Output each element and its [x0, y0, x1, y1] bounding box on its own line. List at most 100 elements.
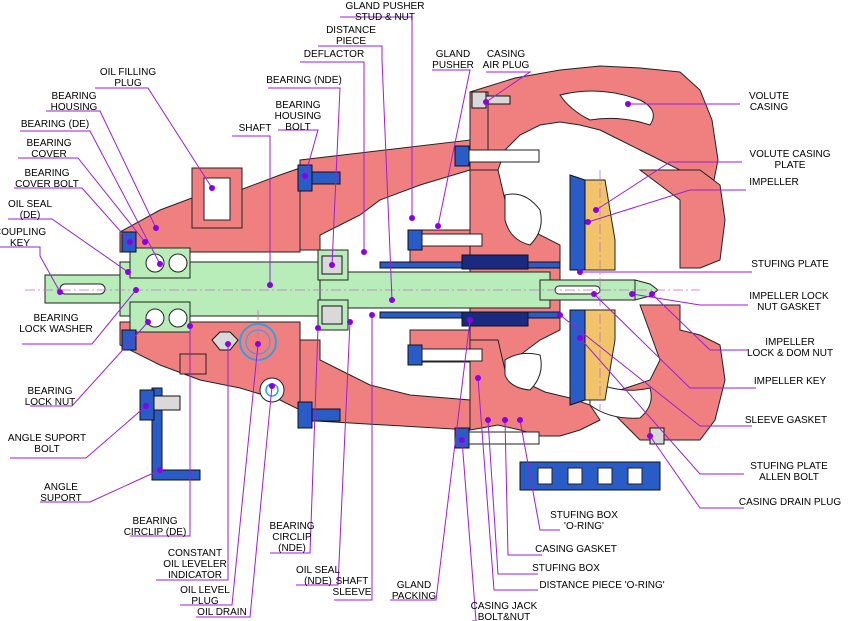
label-line: SLEEVE [333, 587, 372, 598]
label-line: BEARING [132, 516, 177, 527]
target-dot [557, 312, 563, 318]
callout-oil-seal-nde: OIL SEAL(NDE) [296, 319, 353, 587]
target-dot [517, 417, 523, 423]
target-dot [133, 287, 139, 293]
label-line: SUPORT [40, 493, 82, 504]
leader-line [593, 293, 756, 389]
leader-line [46, 110, 157, 229]
label-line: SHAFT [239, 123, 272, 134]
target-dot [591, 291, 597, 297]
leader-line [390, 319, 471, 601]
callout-shaft: SHAFT [232, 123, 273, 288]
label-line: CASING GASKET [535, 544, 617, 555]
label-line: LOCK & DOM NUT [747, 348, 833, 359]
label-line: BEARING (DE) [21, 119, 89, 130]
callout-casing-gasket: CASING GASKET [502, 417, 617, 556]
target-dot [459, 437, 465, 443]
leader-line [130, 326, 191, 537]
callout-stufing-plate: STUFING PLATE [577, 259, 829, 275]
label-stufing-plate: STUFING PLATE [751, 259, 829, 270]
target-dot [369, 312, 375, 318]
label-line: BEARING [51, 91, 96, 102]
label-line: BEARING [269, 521, 314, 532]
bearing-housing-shape [119, 167, 301, 411]
label-line: CASING [487, 49, 526, 60]
label-line: IMPELLER LOCK [749, 291, 829, 302]
label-line: BEARING [33, 313, 78, 324]
target-dot [483, 99, 489, 105]
label-line: (DE) [20, 210, 41, 221]
target-dot [302, 173, 308, 179]
leader-line [20, 130, 161, 265]
label-line: (NDE) [304, 576, 332, 587]
target-dot [255, 341, 261, 347]
casing-jack-shape [519, 461, 661, 491]
target-dot [577, 269, 583, 275]
target-dot [157, 261, 163, 267]
label-line: GLAND PUSHER [346, 1, 425, 12]
label-line: KEY [10, 238, 30, 249]
target-dot [649, 291, 655, 297]
leader-line [485, 71, 532, 103]
label-coupling-key: COUPLINGKEY [0, 227, 46, 249]
leader-line [432, 69, 471, 227]
label-deflactor: DEFLACTOR [304, 49, 364, 60]
label-stufing-box: STUFING BOX [532, 563, 600, 574]
label-line: OIL LEVEL [180, 585, 230, 596]
callout-distance-piece-o-ring: DISTANCE PIECE 'O-RING' [475, 375, 665, 591]
leader-line [180, 343, 259, 606]
label-line: SLEEVE GASKET [745, 415, 827, 426]
target-dot [502, 417, 508, 423]
leader-line [278, 129, 319, 177]
leader-line [579, 337, 744, 475]
label-line: DISTANCE [326, 25, 376, 36]
callout-impeller: IMPELLER [585, 177, 799, 225]
volute-casing-shape [469, 65, 726, 441]
label-line: PLATE [775, 160, 806, 171]
label-line: BOLT&NUT [478, 612, 531, 621]
target-dot [647, 433, 653, 439]
callout-bearing-de: BEARING (DE) [20, 119, 163, 267]
label-line: NUT GASKET [757, 302, 821, 313]
label-line: BEARING [26, 138, 71, 149]
leader-line [461, 439, 477, 621]
leader-line [156, 344, 229, 581]
target-dot [57, 289, 63, 295]
bolts-shape [121, 91, 665, 449]
target-dot [347, 319, 353, 325]
target-dot [269, 383, 275, 389]
target-dot [585, 219, 591, 225]
label-impeller-key: IMPELLER KEY [754, 376, 827, 387]
label-line: IMPELLER [765, 337, 814, 348]
leader-line [649, 435, 744, 509]
callout-casing-drain-plug: CASING DRAIN PLUG [647, 433, 841, 509]
label-line: AIR PLUG [483, 60, 530, 71]
target-dot [329, 262, 335, 268]
label-casing-gasket: CASING GASKET [535, 544, 617, 555]
label-line: INDICATOR [168, 570, 222, 581]
leader-line [0, 246, 61, 293]
